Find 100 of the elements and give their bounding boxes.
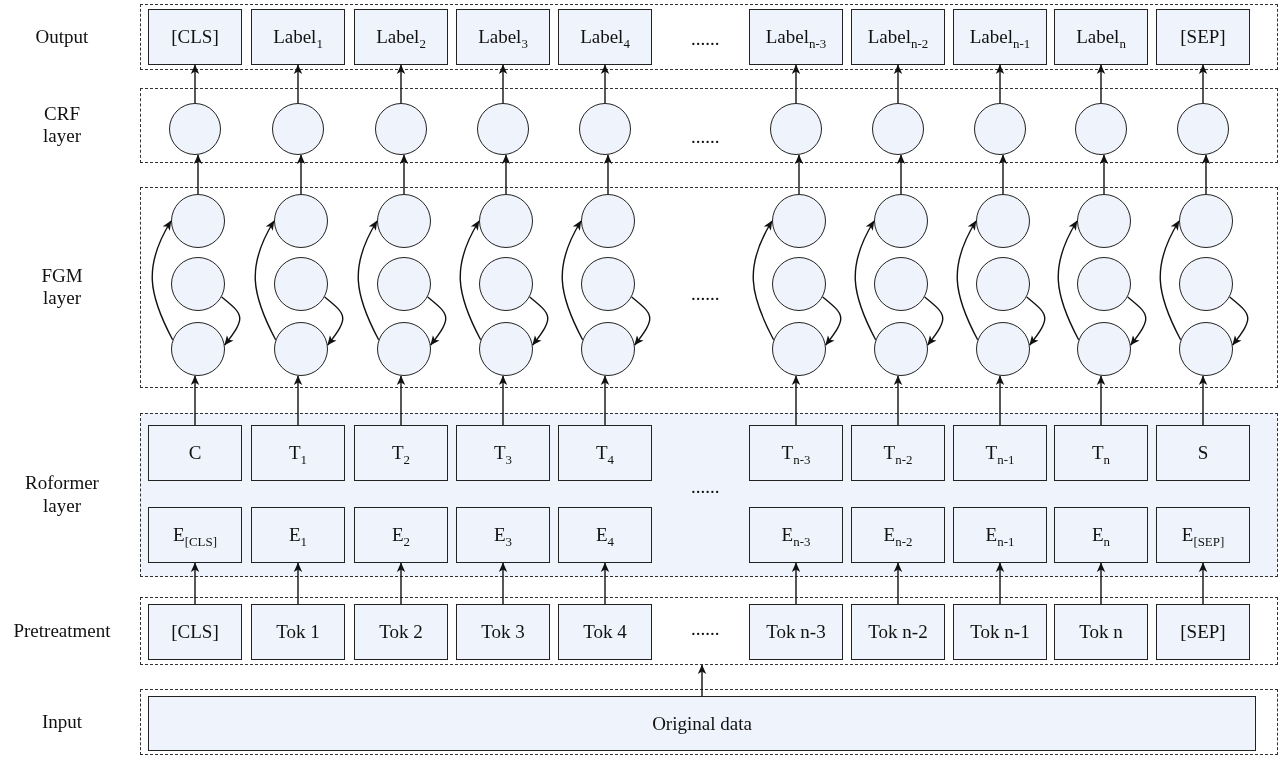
- arrow: [193, 154, 203, 195]
- node-circle: [1179, 322, 1233, 376]
- curved-arrow: [1229, 296, 1249, 346]
- node-circle: [1177, 103, 1229, 155]
- arrow: [995, 562, 1005, 605]
- arrow: [190, 375, 200, 426]
- token-box: Tok 4: [558, 604, 652, 660]
- curved-arrow: [854, 220, 877, 341]
- node-circle: [274, 322, 328, 376]
- curved-arrow: [1159, 220, 1182, 341]
- arrow: [791, 375, 801, 426]
- token-box: [SEP]: [1156, 9, 1250, 65]
- ellipsis-label: ......: [691, 476, 720, 498]
- arrow: [896, 154, 906, 195]
- curved-arrow: [822, 296, 842, 346]
- node-circle: [1179, 194, 1233, 248]
- curved-arrow: [427, 296, 447, 346]
- ellipsis-label: ......: [691, 618, 720, 640]
- token-box: Label$_{n-3}$: [749, 9, 843, 65]
- token-box: Tok n-2: [851, 604, 945, 660]
- token-box: Tok n-3: [749, 604, 843, 660]
- arrow: [893, 562, 903, 605]
- node-circle: [872, 103, 924, 155]
- curved-arrow: [254, 220, 277, 341]
- node-circle: [772, 322, 826, 376]
- ellipsis-label: ......: [691, 283, 720, 305]
- arrow: [893, 375, 903, 426]
- node-circle: [479, 194, 533, 248]
- node-circle: [274, 257, 328, 311]
- token-box: E$_{n-3}$: [749, 507, 843, 563]
- node-circle: [874, 257, 928, 311]
- node-circle: [770, 103, 822, 155]
- arrow: [293, 375, 303, 426]
- arrow: [1096, 562, 1106, 605]
- token-box: [CLS]: [148, 604, 242, 660]
- node-circle: [772, 194, 826, 248]
- arrow: [995, 375, 1005, 426]
- curved-arrow: [324, 296, 344, 346]
- arrow: [1198, 375, 1208, 426]
- curved-arrow: [1127, 296, 1147, 346]
- token-box: E$_{n}$: [1054, 507, 1148, 563]
- node-circle: [479, 257, 533, 311]
- curved-arrow: [1026, 296, 1046, 346]
- curved-arrow: [631, 296, 651, 346]
- arrow: [1198, 64, 1208, 104]
- token-box: Label$_{1}$: [251, 9, 345, 65]
- token-box: [CLS]: [148, 9, 242, 65]
- token-box: Label$_{3}$: [456, 9, 550, 65]
- token-box: Label$_{2}$: [354, 9, 448, 65]
- arrow: [396, 64, 406, 104]
- arrow: [893, 64, 903, 104]
- arrow: [1096, 64, 1106, 104]
- ellipsis-label: ......: [691, 126, 720, 148]
- arrow: [794, 154, 804, 195]
- node-circle: [477, 103, 529, 155]
- token-box: T$_{n-1}$: [953, 425, 1047, 481]
- node-circle: [581, 194, 635, 248]
- token-box: E$_{[SEP]}$: [1156, 507, 1250, 563]
- token-box: Label$_{n-2}$: [851, 9, 945, 65]
- arrow: [399, 154, 409, 195]
- arrow: [791, 562, 801, 605]
- arrow: [998, 154, 1008, 195]
- node-circle: [377, 257, 431, 311]
- arrow: [498, 64, 508, 104]
- token-box: S: [1156, 425, 1250, 481]
- node-circle: [1077, 322, 1131, 376]
- layer-label: CRF layer: [42, 102, 82, 149]
- node-circle: [171, 257, 225, 311]
- token-box: Label$_{4}$: [558, 9, 652, 65]
- node-circle: [976, 194, 1030, 248]
- curved-arrow: [1057, 220, 1080, 341]
- arrow: [498, 562, 508, 605]
- arrow: [1198, 562, 1208, 605]
- node-circle: [171, 322, 225, 376]
- curved-arrow: [561, 220, 584, 341]
- token-box: C: [148, 425, 242, 481]
- token-box: T$_{1}$: [251, 425, 345, 481]
- token-box: Label$_{n}$: [1054, 9, 1148, 65]
- token-box: [SEP]: [1156, 604, 1250, 660]
- arrow: [600, 562, 610, 605]
- arrow: [697, 664, 707, 697]
- arrow: [995, 64, 1005, 104]
- ellipsis-label: ......: [691, 28, 720, 50]
- arrow: [498, 375, 508, 426]
- node-circle: [1077, 257, 1131, 311]
- token-box: T$_{n-3}$: [749, 425, 843, 481]
- node-circle: [1179, 257, 1233, 311]
- arrow: [791, 64, 801, 104]
- arrow: [1099, 154, 1109, 195]
- node-circle: [479, 322, 533, 376]
- token-box: Tok 2: [354, 604, 448, 660]
- arrow: [396, 375, 406, 426]
- token-box: E$_{4}$: [558, 507, 652, 563]
- node-circle: [377, 322, 431, 376]
- curved-arrow: [924, 296, 944, 346]
- token-box: E$_{n-1}$: [953, 507, 1047, 563]
- curved-arrow: [956, 220, 979, 341]
- token-box: E$_{n-2}$: [851, 507, 945, 563]
- node-circle: [579, 103, 631, 155]
- arrow: [396, 562, 406, 605]
